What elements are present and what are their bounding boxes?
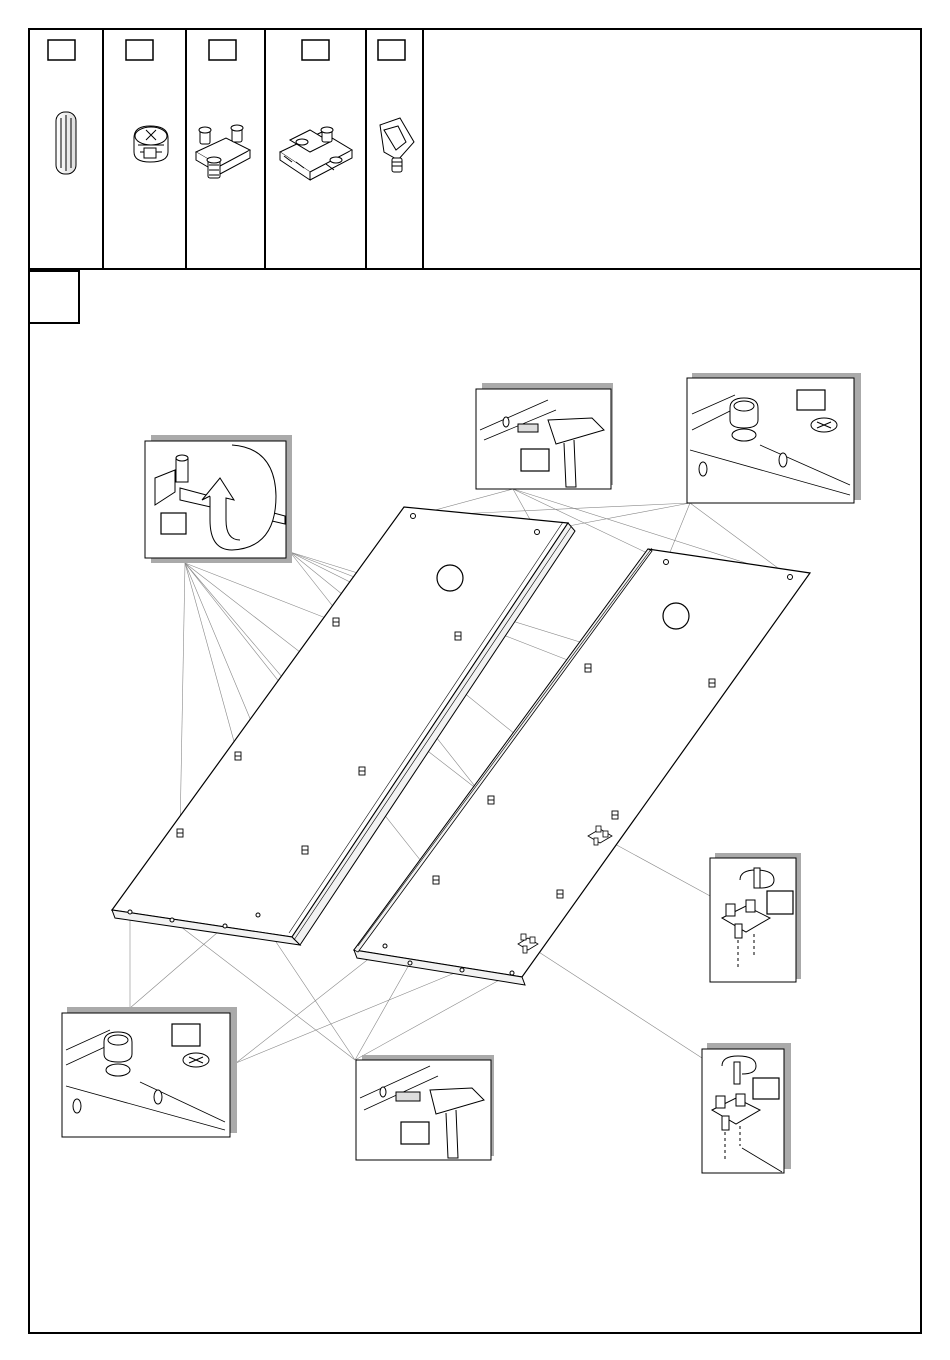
cam-lock-icon	[134, 126, 168, 162]
part-label-box-3	[209, 40, 236, 60]
hinge-plate-icon	[280, 127, 352, 180]
callout-dowel-hammer-bottom	[356, 1055, 494, 1160]
callout-dowel-bottom-label-box	[401, 1122, 429, 1144]
callout-dowel-hammer-top	[476, 383, 613, 489]
callout-cam-insert-top	[687, 373, 861, 503]
callout-cam-insert-top-label-box	[797, 390, 825, 410]
wooden-dowel-icon	[56, 112, 76, 174]
shelf-support-icon	[380, 118, 414, 172]
callout-cam-tighten	[145, 435, 292, 563]
callout-cam-tighten-label-box	[161, 513, 186, 534]
callout-dowel-top-label-box	[521, 449, 549, 471]
callout-cam-insert-bottom-label-box	[172, 1024, 200, 1046]
mounting-plate-icon	[196, 125, 250, 178]
callout-plate-bottom-label-box	[753, 1078, 779, 1099]
callout-cam-insert-bottom	[62, 1007, 237, 1137]
callout-plate-right-label-box	[767, 891, 793, 914]
callout-plate-screw-right	[710, 853, 801, 982]
part-label-box-2	[126, 40, 153, 60]
callout-plate-screw-bottom-right	[702, 1043, 791, 1173]
part-label-box-5	[378, 40, 405, 60]
part-label-box-1	[48, 40, 75, 60]
step-number-box	[28, 270, 80, 324]
part-label-box-4	[302, 40, 329, 60]
